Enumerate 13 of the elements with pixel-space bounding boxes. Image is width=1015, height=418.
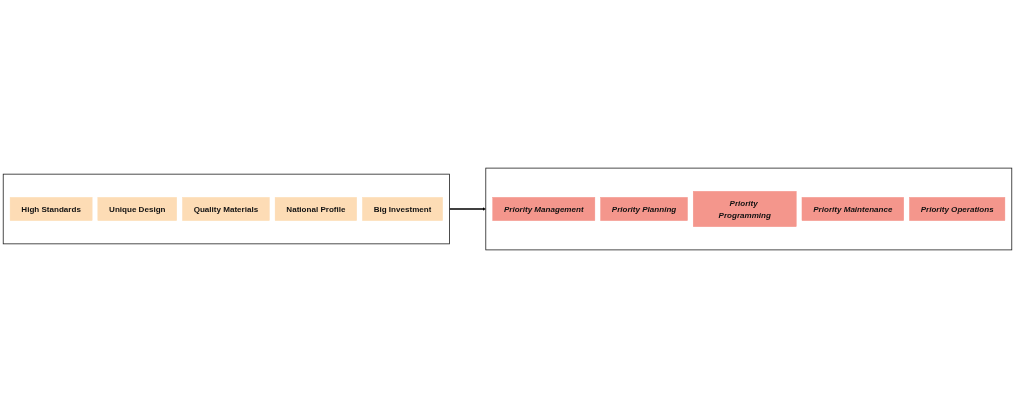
node-box: Quality Materials (182, 197, 270, 221)
cluster (485, 167, 1013, 251)
node-box: High Standards (9, 197, 93, 221)
node-box: Priority Management (492, 197, 596, 221)
node-box: Priority Planning (600, 197, 688, 221)
node-box: Unique Design (97, 197, 177, 221)
node-box: National Profile (274, 197, 357, 221)
node-box: Priority Maintenance (801, 197, 904, 221)
node-box: Big Investment (362, 197, 443, 221)
cluster (2, 173, 450, 245)
node-box: Priority Operations (909, 197, 1006, 221)
node-box: Priority Programming (693, 191, 797, 227)
arrow (448, 207, 486, 211)
